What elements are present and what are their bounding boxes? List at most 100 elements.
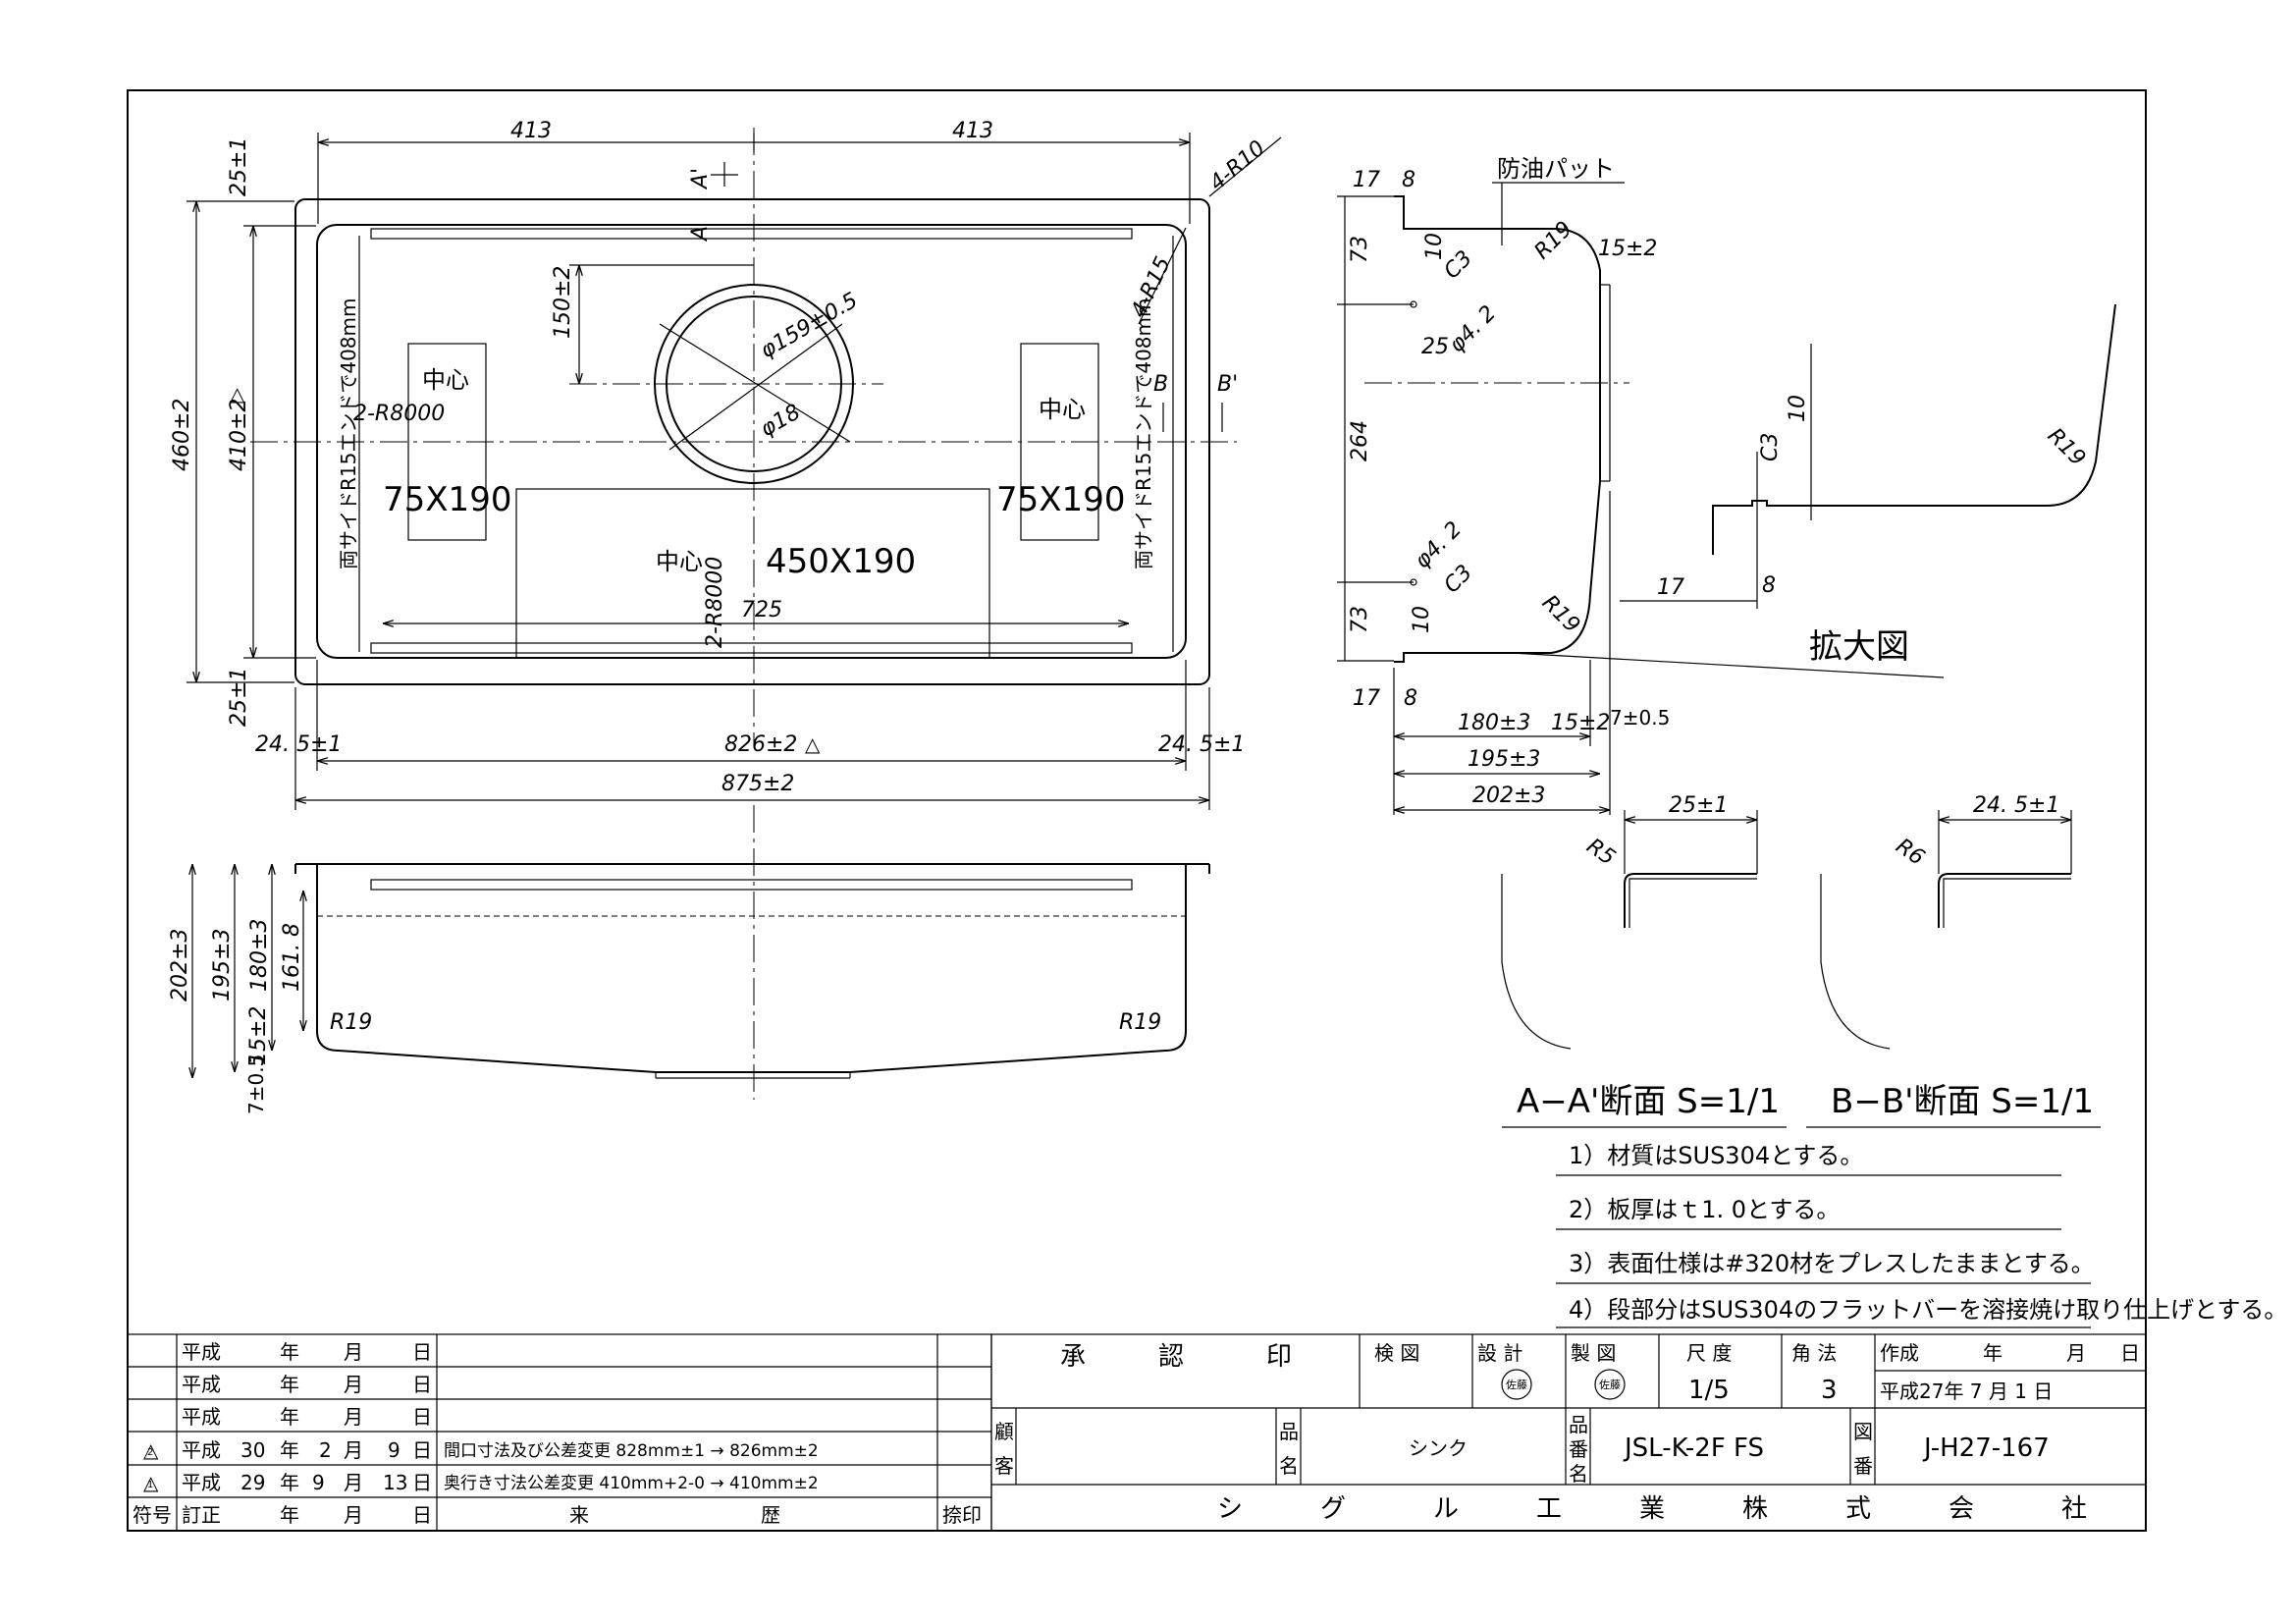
scale-value: 1/5 (1688, 1376, 1730, 1405)
svg-text:2: 2 (319, 1438, 332, 1462)
revision-row: △ 1 平成 29 年 9 月 13 日 奥行き寸法公差変更 410mm+2-0… (143, 1471, 819, 1494)
svg-text:シ: シ (1217, 1494, 1243, 1524)
svg-text:年: 年 (280, 1373, 299, 1396)
enlarged-view-label: 拡大図 (1809, 627, 1909, 667)
section-a-prime: A' (688, 168, 713, 190)
front-dim-1618: 161. 8 (280, 923, 304, 992)
drafted-label: 製 図 (1571, 1341, 1616, 1365)
pad-right-size: 75X190 (996, 480, 1125, 519)
section-b-prime: B' (1217, 372, 1238, 397)
front-dim-202: 202±3 (168, 929, 192, 1001)
front-dim-7: 7±0.5 (244, 1055, 268, 1114)
pad-right-center-label: 中心 (1039, 396, 1086, 423)
section-a: A (688, 226, 713, 243)
title-block: 承 認 印 検 図 設 計 佐藤 製 図 佐藤 尺 度 1/5 角 法 3 作成… (990, 1333, 2147, 1532)
svg-text:日: 日 (412, 1405, 432, 1429)
side-dim-17-bottom: 17 (1353, 686, 1380, 711)
part-number: JSL-K-2F FS (1623, 1434, 1764, 1463)
svg-text:年: 年 (280, 1503, 299, 1527)
side-r19-bottom: R19 (1537, 591, 1584, 638)
dim-725: 725 (741, 598, 782, 622)
scale-label: 尺 度 (1686, 1341, 1732, 1365)
front-dim-195: 195±3 (210, 929, 235, 1001)
date-label: 作成 (1880, 1341, 1919, 1365)
angle-label: 角 法 (1791, 1341, 1837, 1365)
dim-245-right: 24. 5±1 (1158, 732, 1245, 757)
svg-text:月: 月 (344, 1340, 363, 1364)
side-dim-17-top: 17 (1353, 168, 1380, 192)
side-dim-25: 25 (1421, 335, 1449, 359)
svg-text:品: 品 (1569, 1413, 1588, 1436)
design-stamp-text: 佐藤 (1506, 1378, 1527, 1391)
svg-text:会: 会 (1949, 1494, 1974, 1524)
company-name: シ グ ル 工 業 株 式 会 社 (1217, 1494, 2087, 1524)
svg-text:歴: 歴 (761, 1503, 780, 1527)
dim-phi18: φ18 (757, 400, 805, 442)
r15-note-right: 両サイドR15エンドで408mm (1132, 298, 1155, 569)
svg-text:年: 年 (280, 1438, 299, 1462)
angle-value: 3 (1821, 1376, 1838, 1405)
revision-row: 平成 年 月 日 (182, 1373, 432, 1396)
svg-text:13: 13 (383, 1471, 407, 1494)
svg-text:名: 名 (1279, 1454, 1299, 1478)
svg-text:図: 図 (1853, 1420, 1873, 1443)
side-r19-top: R19 (1530, 217, 1577, 264)
side-dim-73-bottom: 73 (1348, 606, 1372, 633)
svg-text:名: 名 (1569, 1462, 1588, 1486)
revision-row: 平成 年 月 日 (182, 1340, 432, 1364)
svg-text:日: 日 (412, 1373, 432, 1396)
dim-413-right: 413 (952, 119, 993, 143)
svg-text:月: 月 (344, 1503, 363, 1527)
note-4: 4）段部分はSUS304のフラットバーを溶接焼け取り仕上げとする。 (1569, 1296, 2287, 1324)
enlarged-r19: R19 (2043, 424, 2090, 471)
side-dim-195: 195±3 (1468, 747, 1540, 772)
svg-text:来: 来 (569, 1503, 589, 1527)
front-r19-right: R19 (1119, 1010, 1161, 1035)
side-dim-8-top: 8 (1402, 168, 1415, 192)
svg-text:客: 客 (994, 1454, 1014, 1478)
section-aa-label: A−A'断面 S=1/1 (1517, 1082, 1780, 1121)
section-bb-r6: R6 (1892, 834, 1929, 870)
svg-text:平成: 平成 (182, 1340, 221, 1364)
dim-875: 875±2 (721, 772, 794, 796)
drafted-stamp-text: 佐藤 (1599, 1378, 1621, 1391)
pad-center (515, 488, 990, 659)
svg-text:日: 日 (412, 1340, 432, 1364)
approval-2: 認 (1158, 1342, 1184, 1372)
enlarged-profile (1712, 303, 2116, 555)
svg-text:株: 株 (1742, 1494, 1768, 1524)
side-dim-7: 7±0.5 (1610, 706, 1670, 730)
anti-oil-pad-label: 防油パット (1497, 155, 1615, 183)
section-bb-dim-245: 24. 5±1 (1973, 793, 2059, 818)
r15-note-left: 両サイドR15エンドで408mm (337, 298, 360, 569)
design-stamp (1501, 1369, 1532, 1400)
enlarged-detail: 17 8 10 C3 R19 拡大図 (1511, 303, 2116, 678)
svg-text:日: 日 (412, 1438, 432, 1462)
svg-text:平成: 平成 (182, 1438, 221, 1462)
svg-text:1: 1 (147, 1480, 153, 1490)
step-line-bottom (370, 642, 1133, 654)
svg-text:△: △ (143, 1471, 159, 1494)
svg-text:月: 月 (344, 1438, 363, 1462)
enlarged-c3: C3 (1758, 433, 1783, 461)
pad-left-center-label: 中心 (422, 366, 469, 394)
rev1-marker-410: △ (230, 382, 245, 406)
dim-410: 410±2 (227, 399, 251, 471)
side-dim-202: 202±3 (1472, 784, 1545, 808)
svg-text:29: 29 (240, 1471, 265, 1494)
side-view: 防油パット 73 264 73 17 8 17 8 10 C3 φ4. 2 25… (1337, 155, 1670, 815)
svg-text:2: 2 (147, 1447, 153, 1458)
dim-25-bottom: 25±1 (227, 668, 251, 727)
side-dim-264: 264 (1348, 420, 1372, 461)
side-dim-180: 180±3 (1458, 711, 1530, 735)
svg-text:番: 番 (1569, 1437, 1588, 1461)
side-dim-10-top: 10 (1422, 233, 1447, 260)
dim-25-top: 25±1 (227, 137, 251, 196)
svg-text:奥行き寸法公差変更 410mm+2-0 → 410mm±2: 奥行き寸法公差変更 410mm+2-0 → 410mm±2 (444, 1474, 819, 1493)
svg-text:式: 式 (1845, 1494, 1871, 1524)
inspect-label: 検 図 (1374, 1341, 1419, 1365)
svg-text:符号: 符号 (133, 1503, 172, 1527)
enlarged-dim-10: 10 (1786, 395, 1810, 422)
note-1: 1）材質はSUS304とする。 (1569, 1142, 1863, 1169)
